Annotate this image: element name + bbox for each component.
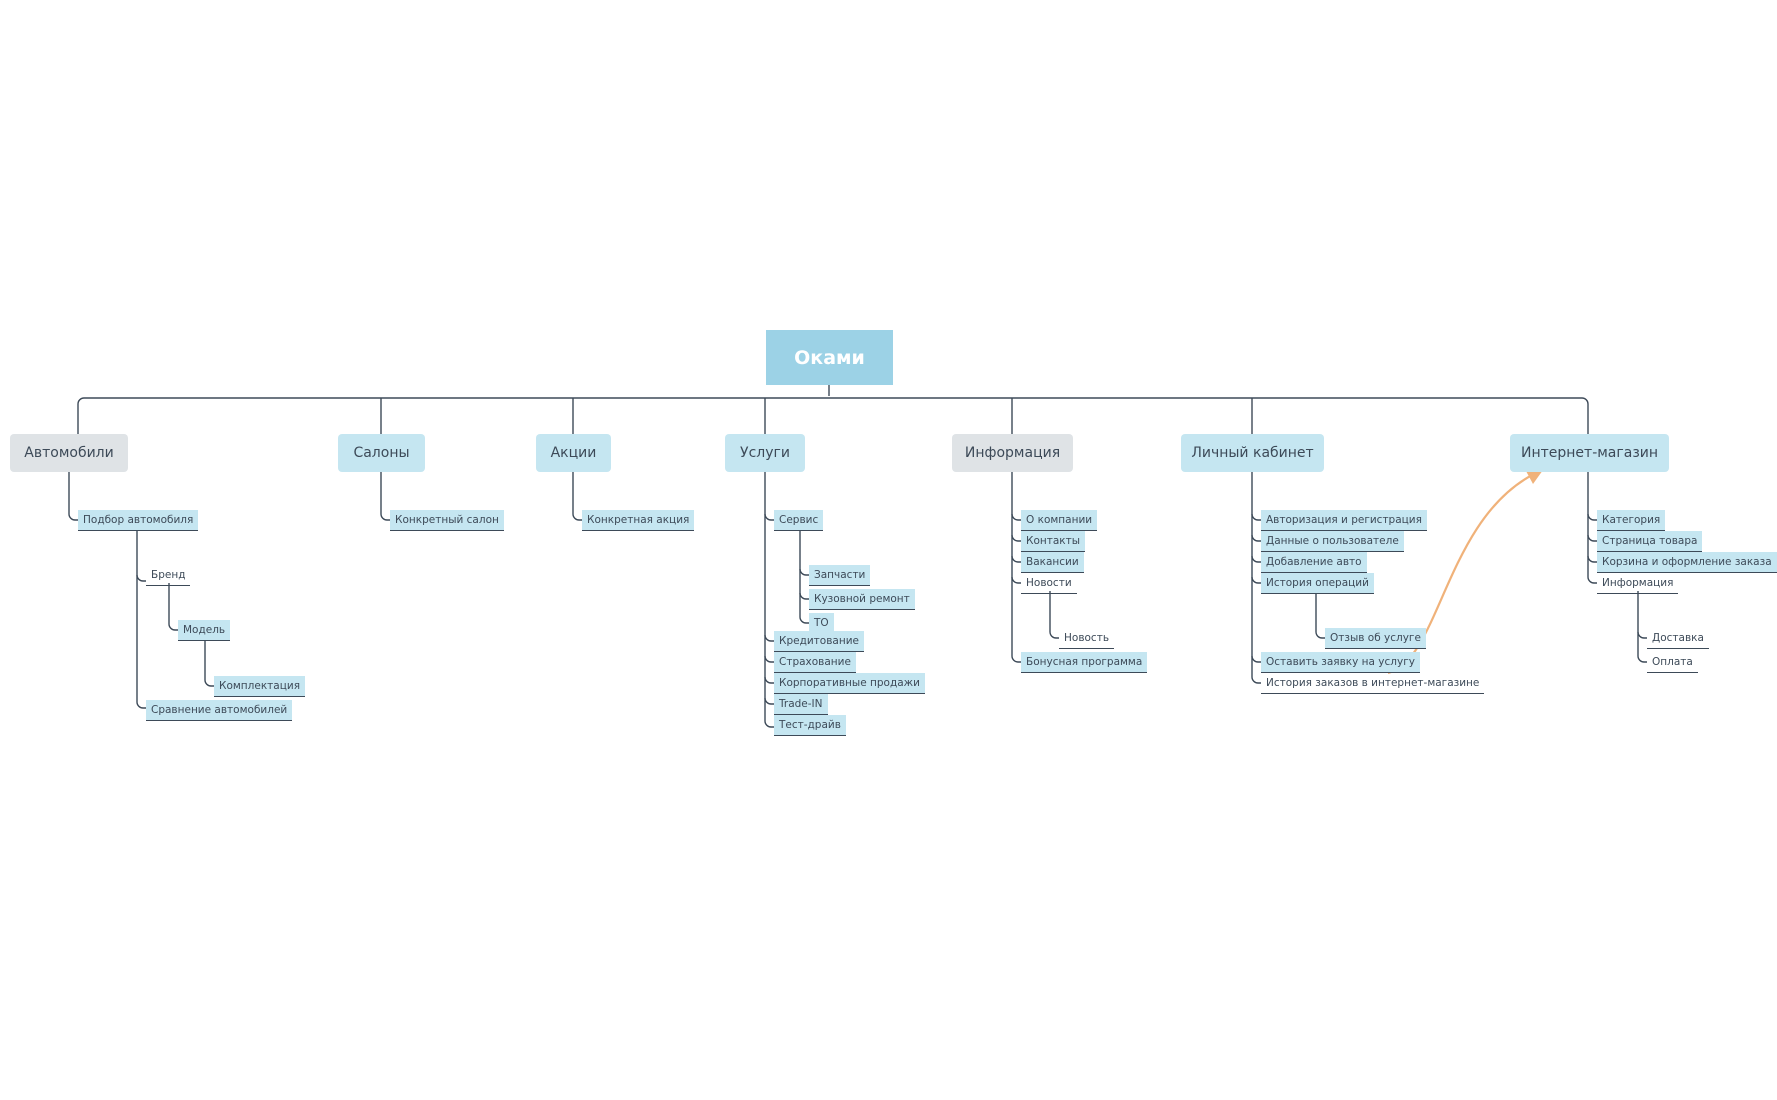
subtopic-test-drive[interactable]: Тест-драйв [774,715,846,736]
subtopic-dostavka[interactable]: Доставка [1647,628,1709,649]
subtopic-o-kompanii[interactable]: О компании [1021,510,1098,531]
subtopic-novosti[interactable]: Новости [1021,573,1077,594]
subtopic-stranica-tovara[interactable]: Страница товара [1597,531,1703,552]
subtopic-otzyv-ob-usluge[interactable]: Отзыв об услуге [1325,628,1426,649]
subtopic-ostavit-zayavku[interactable]: Оставить заявку на услугу [1261,652,1420,673]
subtopic-trade-in[interactable]: Trade-IN [774,694,828,715]
topic-informaciya[interactable]: Информация [952,434,1073,472]
subtopic-kreditovanie[interactable]: Кредитование [774,631,864,652]
subtopic-novost[interactable]: Новость [1059,628,1115,649]
topic-internet-magazin[interactable]: Интернет-магазин [1510,434,1669,472]
subtopic-avtorizaciya[interactable]: Авторизация и регистрация [1261,510,1427,531]
subtopic-istoriya-zakazov[interactable]: История заказов в интернет-магазине [1261,673,1485,694]
relationship-arrow-head [1526,470,1543,484]
subtopic-konkretnaya-akciya[interactable]: Конкретная акция [582,510,695,531]
topic-avtomobili[interactable]: Автомобили [10,434,128,472]
subtopic-korporativnye-prodazhi[interactable]: Корпоративные продажи [774,673,925,694]
subtopic-komplektaciya[interactable]: Комплектация [214,676,306,697]
subtopic-sravnenie[interactable]: Сравнение автомобилей [146,700,293,721]
subtopic-korzina[interactable]: Корзина и оформление заказа [1597,552,1777,573]
subtopic-oplata[interactable]: Оплата [1647,652,1698,673]
topic-akcii[interactable]: Акции [536,434,611,472]
subtopic-informaciya-magazin[interactable]: Информация [1597,573,1679,594]
subtopic-dobavlenie-avto[interactable]: Добавление авто [1261,552,1367,573]
subtopic-model[interactable]: Модель [178,620,231,641]
subtopic-kategoriya[interactable]: Категория [1597,510,1666,531]
root-node[interactable]: Оками [766,330,893,385]
topic-lichnyi-kabinet[interactable]: Личный кабинет [1181,434,1324,472]
subtopic-bonusnaya-programma[interactable]: Бонусная программа [1021,652,1148,673]
subtopic-zapchasti[interactable]: Запчасти [809,565,871,586]
topic-uslugi[interactable]: Услуги [725,434,805,472]
subtopic-konkretnyi-salon[interactable]: Конкретный салон [390,510,504,531]
subtopic-vakansii[interactable]: Вакансии [1021,552,1084,573]
subtopic-brend[interactable]: Бренд [146,565,191,586]
subtopic-strahovanie[interactable]: Страхование [774,652,856,673]
topic-salony[interactable]: Салоны [338,434,425,472]
subtopic-to[interactable]: ТО [809,613,834,634]
subtopic-istoriya-operacii[interactable]: История операций [1261,573,1374,594]
subtopic-kuzovnoi-remont[interactable]: Кузовной ремонт [809,589,915,610]
subtopic-dannye-polzovatelya[interactable]: Данные о пользователе [1261,531,1404,552]
subtopic-kontakty[interactable]: Контакты [1021,531,1086,552]
subtopic-podbor[interactable]: Подбор автомобиля [78,510,199,531]
subtopic-servis[interactable]: Сервис [774,510,824,531]
